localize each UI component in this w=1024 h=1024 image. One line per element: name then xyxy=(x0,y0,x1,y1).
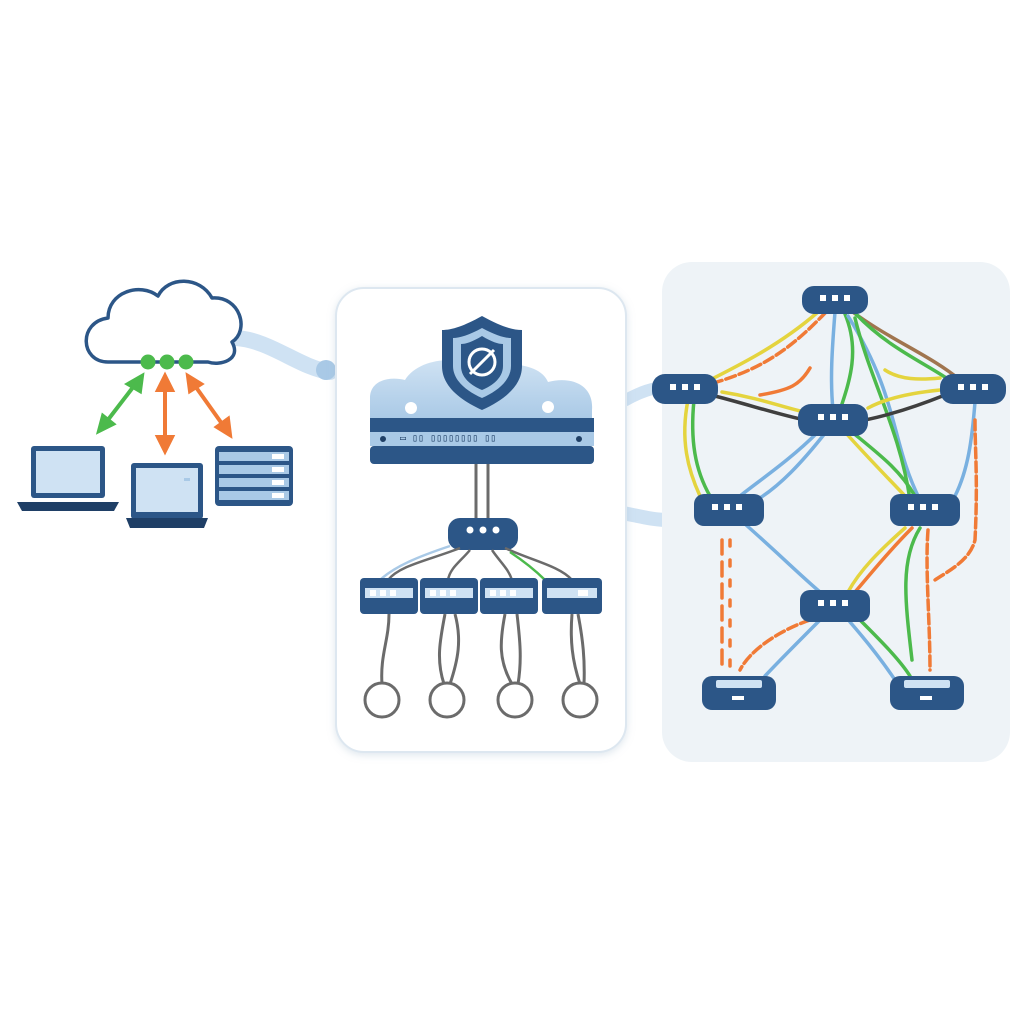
left-section-cloud-clients xyxy=(17,279,293,528)
double-arrow-green xyxy=(95,372,145,435)
endpoint-cables xyxy=(380,613,586,685)
cloud-port-icon xyxy=(159,354,175,370)
right-panel-mesh xyxy=(652,262,1010,762)
router-node-icon xyxy=(798,404,868,436)
router-node-icon xyxy=(890,494,960,526)
network-switch-icon xyxy=(420,578,478,614)
server-rack-icon xyxy=(215,446,293,506)
network-switch-icon xyxy=(448,518,518,550)
double-arrow-orange xyxy=(154,371,176,456)
endpoint-node-icon xyxy=(561,681,599,719)
cloud-icon xyxy=(84,279,243,365)
link-port-left xyxy=(316,360,336,380)
endpoint-node-icon xyxy=(496,681,534,719)
router-node-icon xyxy=(652,374,718,404)
cloud-port-icon xyxy=(140,354,156,370)
cloud-port-icon xyxy=(178,354,194,370)
cloud-to-firewall-link xyxy=(228,330,338,380)
switch-links xyxy=(379,544,573,581)
router-node-icon xyxy=(802,286,868,314)
shield-icon xyxy=(442,316,522,410)
access-switch-row xyxy=(360,578,602,614)
endpoint-node-icon xyxy=(363,681,401,719)
endpoint-row xyxy=(363,681,599,719)
router-node-icon xyxy=(890,676,964,710)
double-arrow-orange xyxy=(185,372,233,439)
network-switch-icon xyxy=(542,578,602,614)
middle-panel-firewall: ▭ ▯▯ ▯▯▯▯▯▯▯▯ ▯▯ xyxy=(335,287,627,753)
mesh-links xyxy=(683,308,979,682)
router-node-icon xyxy=(702,676,776,710)
laptop-icon xyxy=(17,446,119,511)
mesh-nodes xyxy=(652,286,1006,710)
router-node-icon xyxy=(694,494,764,526)
network-switch-icon xyxy=(360,578,418,614)
router-node-icon xyxy=(940,374,1006,404)
endpoint-node-icon xyxy=(428,681,466,719)
firewall-label: ▭ ▯▯ ▯▯▯▯▯▯▯▯ ▯▯ xyxy=(400,433,496,444)
panel-card xyxy=(662,262,1010,762)
laptop-icon xyxy=(126,463,208,528)
network-switch-icon xyxy=(480,578,538,614)
router-node-icon xyxy=(800,590,870,622)
